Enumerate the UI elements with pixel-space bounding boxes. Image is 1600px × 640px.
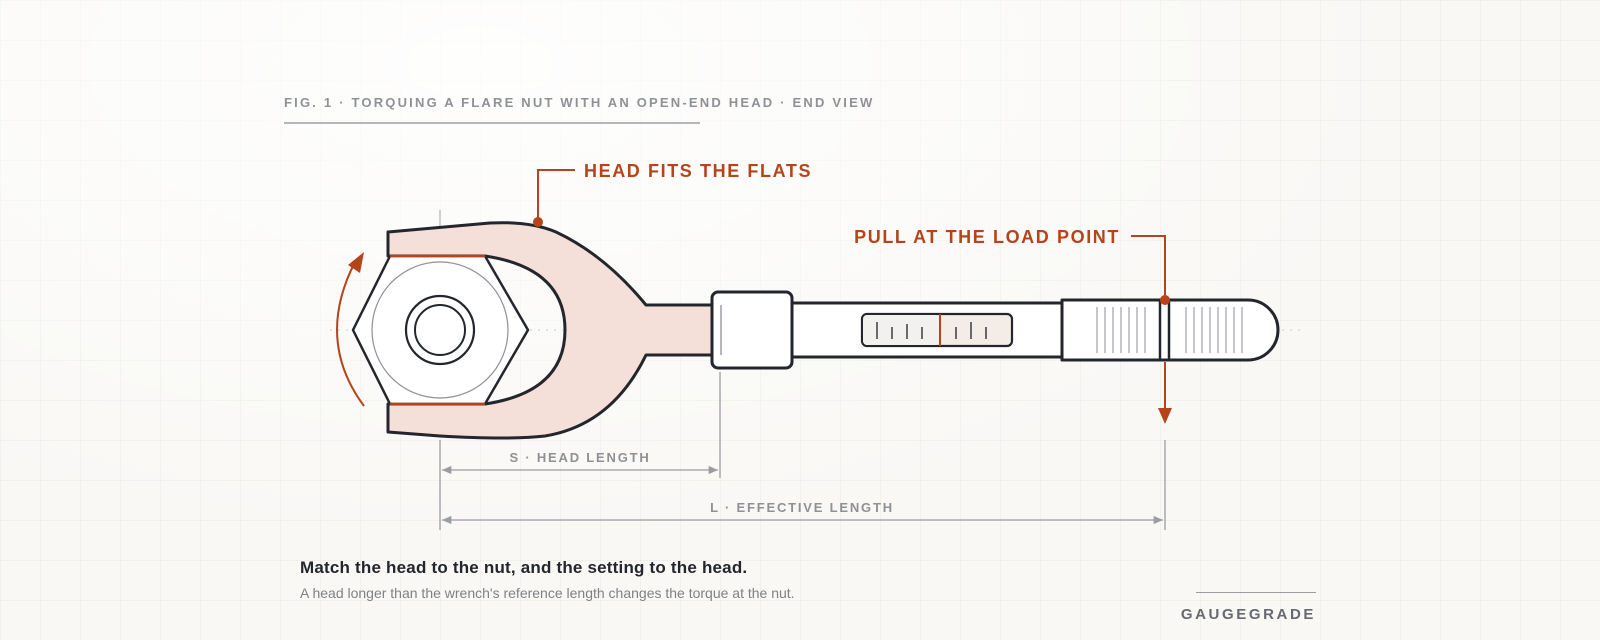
- head-callout-label: HEAD FITS THE FLATS: [584, 161, 812, 181]
- head-callout: HEAD FITS THE FLATS: [533, 161, 812, 227]
- effective-length-label: L · EFFECTIVE LENGTH: [710, 500, 894, 515]
- torque-scale-window: [860, 312, 1014, 348]
- pull-force-arrow: [1158, 408, 1172, 424]
- effective-length-dimension: L · EFFECTIVE LENGTH: [442, 440, 1166, 530]
- brand-wordmark: GAUGEGRADE: [1180, 606, 1316, 623]
- figure-title: FIG. 1 · TORQUING A FLARE NUT WITH AN OP…: [284, 95, 875, 110]
- load-callout-label: PULL AT THE LOAD POINT: [854, 227, 1120, 247]
- rotation-arrow: [336, 252, 365, 407]
- open-end-head: [386, 221, 714, 440]
- flare-nut: [351, 254, 530, 406]
- drive-adapter: [710, 290, 794, 370]
- handle-grip: [1060, 298, 1280, 362]
- caption-body: A head longer than the wrench's referenc…: [300, 585, 795, 601]
- figure-title-rule: [284, 122, 700, 124]
- head-length-dimension: S · HEAD LENGTH: [439, 372, 721, 530]
- brand-rule: [1196, 592, 1316, 593]
- caption-title: Match the head to the nut, and the setti…: [300, 558, 748, 577]
- load-callout: PULL AT THE LOAD POINT: [854, 227, 1172, 424]
- head-length-label: S · HEAD LENGTH: [509, 450, 650, 465]
